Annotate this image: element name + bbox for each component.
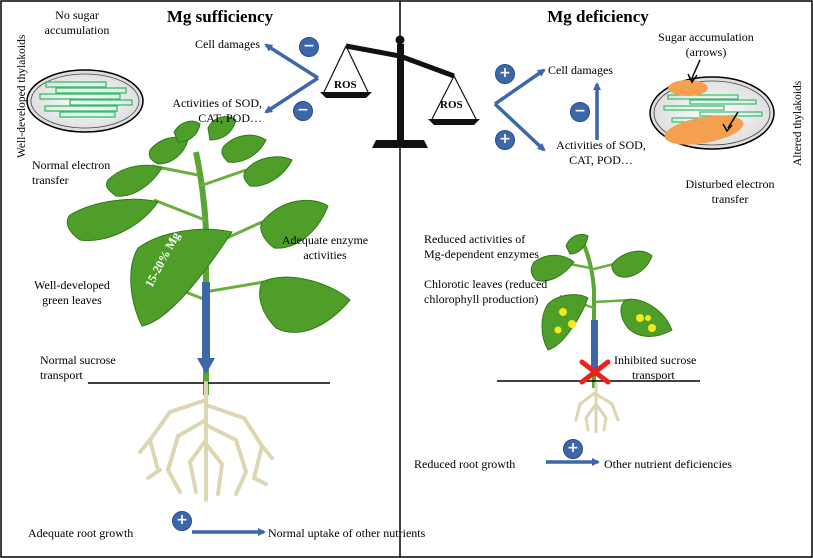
right-sucrose-label-2: transport bbox=[632, 368, 675, 382]
right-activity-plus-badge: + bbox=[495, 130, 515, 150]
left-sucrose-label-2: transport bbox=[40, 368, 83, 382]
left-root-plus-badge: + bbox=[172, 511, 192, 531]
right-damage-plus-badge: + bbox=[495, 64, 515, 84]
right-sugar-label-1: Sugar accumulation bbox=[658, 30, 754, 44]
right-roots bbox=[574, 381, 620, 434]
right-ros-label: ROS bbox=[440, 99, 463, 111]
left-plant bbox=[66, 116, 351, 536]
right-mid-minus-badge: − bbox=[570, 102, 590, 122]
right-plant bbox=[497, 233, 700, 466]
left-sucrose-label-1: Normal sucrose bbox=[40, 353, 116, 367]
left-activity-minus-badge: − bbox=[293, 101, 313, 121]
right-enzyme-label-2: Mg-dependent enzymes bbox=[424, 247, 539, 261]
right-leaves-label-1: Chlorotic leaves (reduced bbox=[424, 277, 548, 291]
right-sucrose-label-1: Inhibited sucrose bbox=[614, 353, 697, 367]
right-electron-label-2: transfer bbox=[711, 192, 749, 206]
balance-scale bbox=[320, 35, 480, 148]
right-thylakoid-label: Altered thylakoids bbox=[792, 80, 804, 166]
left-chloroplast bbox=[26, 69, 144, 133]
left-ros-label: ROS bbox=[334, 79, 357, 91]
right-leaves-label-2: chlorophyll production) bbox=[424, 292, 539, 306]
starch-grain-large bbox=[664, 115, 744, 145]
left-enzyme-label-1: Adequate enzyme bbox=[281, 233, 369, 247]
right-chloroplast bbox=[649, 59, 775, 150]
right-electron-label-1: Disturbed electron bbox=[685, 177, 775, 191]
right-thylakoid-stacks bbox=[663, 94, 763, 123]
left-electron-label-1: Normal electron bbox=[32, 158, 111, 172]
left-leaves-label-2: green leaves bbox=[42, 293, 102, 307]
left-cell-damages-label: Cell damages bbox=[195, 37, 260, 51]
left-panel-title: Mg sufficiency bbox=[166, 7, 274, 26]
left-leaves-label-1: Well-developed bbox=[34, 278, 110, 292]
right-activities-label-1: Activities of SOD, bbox=[556, 138, 646, 152]
left-electron-label-2: transfer bbox=[32, 173, 69, 187]
right-cell-damages-label: Cell damages bbox=[548, 63, 613, 77]
right-chlorotic-spots bbox=[554, 308, 656, 334]
left-activities-label-2: CAT, POD… bbox=[198, 111, 262, 125]
no-sugar-label-2: accumulation bbox=[44, 23, 110, 37]
left-ros-arrows bbox=[264, 43, 319, 114]
right-deficiencies-label: Other nutrient deficiencies bbox=[604, 457, 732, 471]
left-root-growth-label: Adequate root growth bbox=[28, 526, 134, 540]
left-thylakoid-stacks bbox=[39, 81, 133, 118]
left-activities-label-1: Activities of SOD, bbox=[172, 96, 262, 110]
left-thylakoid-label: Well-developed thylakoids bbox=[16, 34, 28, 158]
left-sucrose-bar bbox=[202, 282, 210, 360]
left-enzyme-label-2: activities bbox=[303, 248, 347, 262]
right-sugar-label-2: (arrows) bbox=[685, 45, 727, 59]
no-sugar-label-1: No sugar bbox=[55, 8, 99, 22]
starch-grain-small bbox=[668, 80, 708, 96]
left-roots bbox=[138, 381, 274, 502]
left-damage-minus-badge: − bbox=[299, 37, 319, 57]
right-root-plus-badge: + bbox=[563, 439, 583, 459]
left-sucrose-arrowhead bbox=[197, 358, 215, 374]
right-panel-title: Mg deficiency bbox=[547, 7, 649, 26]
left-uptake-label: Normal uptake of other nutrients bbox=[268, 526, 426, 540]
right-sucrose-bar bbox=[591, 320, 598, 376]
right-enzyme-label-1: Reduced activities of bbox=[424, 232, 526, 246]
right-root-growth-label: Reduced root growth bbox=[414, 457, 516, 471]
right-ros-arrows bbox=[493, 68, 601, 152]
right-activities-label-2: CAT, POD… bbox=[569, 153, 633, 167]
inhibition-cross bbox=[579, 359, 611, 385]
